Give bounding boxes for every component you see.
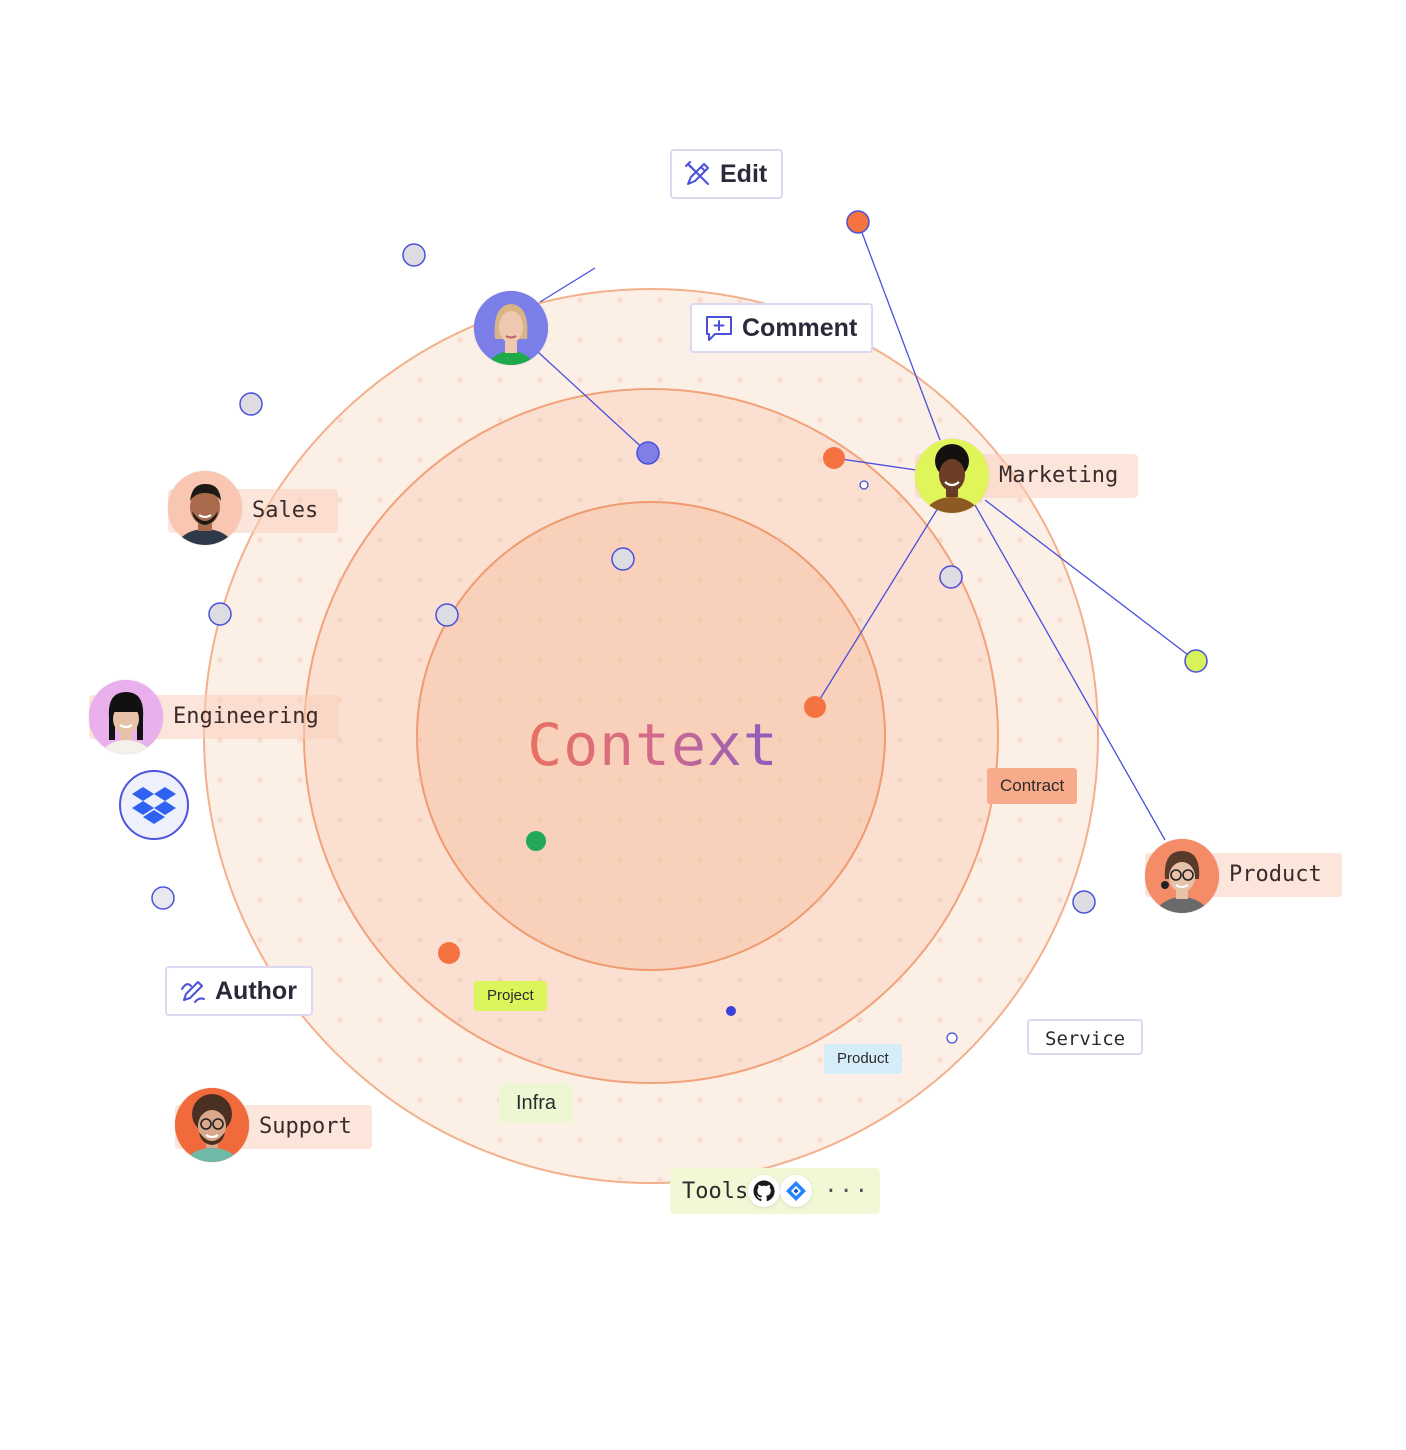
avatar-top[interactable] xyxy=(474,291,548,365)
node-lime xyxy=(1184,649,1208,673)
person-icon xyxy=(168,471,242,545)
avatar-support[interactable] xyxy=(175,1088,249,1162)
node-gray xyxy=(402,243,426,267)
comment-button[interactable]: Comment xyxy=(690,303,874,353)
person-label-text: Product xyxy=(1229,862,1322,887)
tag-service[interactable]: Service xyxy=(1027,1019,1144,1055)
person-label-text: Sales xyxy=(252,498,319,523)
tag-infra[interactable]: Infra xyxy=(499,1083,574,1123)
node-gray xyxy=(939,565,963,589)
avatar-product[interactable] xyxy=(1145,839,1219,913)
node-small xyxy=(859,480,869,490)
node-orange xyxy=(438,942,460,964)
tools-label: Tools xyxy=(682,1178,749,1204)
connection-line xyxy=(537,351,649,454)
node-blue xyxy=(636,441,660,465)
tag-contract[interactable]: Contract xyxy=(987,768,1078,804)
more-icon[interactable]: ··· xyxy=(824,1178,870,1204)
node-gray xyxy=(208,602,232,626)
node-orange xyxy=(823,447,845,469)
connection-line xyxy=(539,267,596,303)
person-icon xyxy=(175,1088,249,1162)
person-icon xyxy=(1145,839,1219,913)
tag-product[interactable]: Product xyxy=(824,1044,902,1074)
person-label-text: Support xyxy=(259,1114,352,1139)
edit-button[interactable]: Edit xyxy=(670,149,784,199)
node-gray xyxy=(435,603,459,627)
avatar-engineering[interactable] xyxy=(89,680,163,754)
tools-bar[interactable]: Tools ··· xyxy=(670,1168,880,1214)
dot-pattern xyxy=(206,291,1096,1181)
dropbox-icon xyxy=(132,787,176,824)
jira-icon[interactable] xyxy=(780,1175,813,1207)
connection-line xyxy=(833,457,917,471)
node-gray xyxy=(239,392,263,416)
node-small-solid xyxy=(726,1006,736,1016)
connection-line xyxy=(814,507,939,708)
dropbox-integration[interactable] xyxy=(119,770,189,840)
connection-line xyxy=(857,221,941,441)
comment-label: Comment xyxy=(742,313,858,342)
person-icon xyxy=(915,439,989,513)
person-label-text: Marketing xyxy=(999,463,1119,488)
node-green xyxy=(526,831,546,851)
connection-line xyxy=(984,499,1197,662)
tag-project[interactable]: Project xyxy=(474,981,547,1011)
author-label: Author xyxy=(215,976,297,1005)
connection-line xyxy=(974,504,1166,841)
edit-tools-icon xyxy=(685,161,709,185)
node-gray xyxy=(1072,890,1096,914)
avatar-marketing[interactable] xyxy=(915,439,989,513)
person-icon xyxy=(474,291,548,365)
edit-label: Edit xyxy=(720,159,768,188)
node-gray xyxy=(611,547,635,571)
node-small xyxy=(946,1032,958,1044)
connections xyxy=(537,221,1197,841)
author-button[interactable]: Author xyxy=(165,966,313,1016)
github-icon[interactable] xyxy=(748,1175,781,1207)
node-orange xyxy=(804,696,826,718)
context-title: Context xyxy=(453,700,853,790)
node-orange xyxy=(846,210,870,234)
avatar-sales[interactable] xyxy=(168,471,242,545)
nodes xyxy=(151,210,1208,1044)
author-pen-icon xyxy=(181,981,205,1003)
person-icon xyxy=(89,680,163,754)
person-label-text: Engineering xyxy=(173,704,319,729)
comment-add-icon xyxy=(706,316,732,341)
node-gray xyxy=(151,886,175,910)
